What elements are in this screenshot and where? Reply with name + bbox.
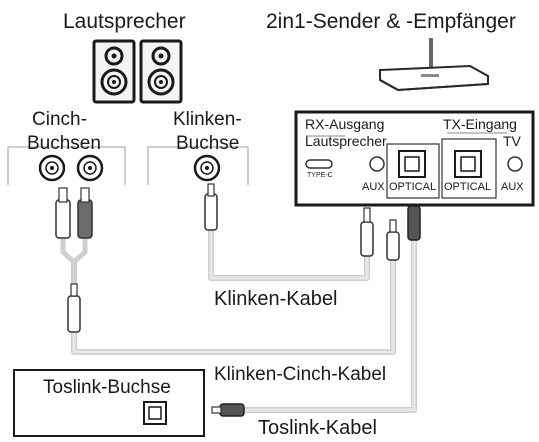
optical-left-label: OPTICAL [389,181,437,193]
tx-label: TX-Eingang [443,116,517,132]
aux-left-label: AUX [362,181,385,193]
klinken-cable-label: Klinken-Kabel [214,288,338,310]
optical-port-right [454,150,482,178]
transmitter-title: 2in1-Sender & -Empfänger [266,10,516,33]
typec-label: TYPE-C [307,172,333,179]
rx-label: RX-Ausgang [305,116,385,132]
aux-port-right [507,156,523,172]
typec-port [305,159,333,169]
klinke-panel-outline [147,146,249,185]
cinch-label-line1: Cinch- [32,109,87,130]
aux-right-label: AUX [501,181,524,193]
klinke-socket [193,154,221,182]
klinken-cinch-cable-label: Klinken-Cinch-Kabel [214,364,387,385]
transmitter-icon [379,38,489,92]
toslink-socket-box [13,369,205,437]
toslink-cable [211,205,421,417]
speakers-title: Lautsprecher [63,10,186,33]
aux-port-left [369,156,385,172]
klinken-cinch-cable [55,187,400,355]
klinken-cable [204,183,374,281]
cinch-label-line2: Buchsen [27,133,101,154]
tx-sub-label: TV [503,133,521,149]
optical-right-label: OPTICAL [444,181,492,193]
toslink-cable-label: Toslink-Kabel [258,417,377,439]
rx-sub-label: Lautsprecher [305,133,387,149]
speakers-icon [92,39,183,104]
cinch-sockets [38,154,104,182]
toslink-port [143,401,167,425]
toslink-socket-label: Toslink-Buchse [43,377,171,398]
klinke-label-line2: Buchse [176,133,240,154]
optical-port-left [398,150,426,178]
cinch-panel-outline [7,146,126,185]
klinke-label-line1: Klinken- [173,109,242,130]
